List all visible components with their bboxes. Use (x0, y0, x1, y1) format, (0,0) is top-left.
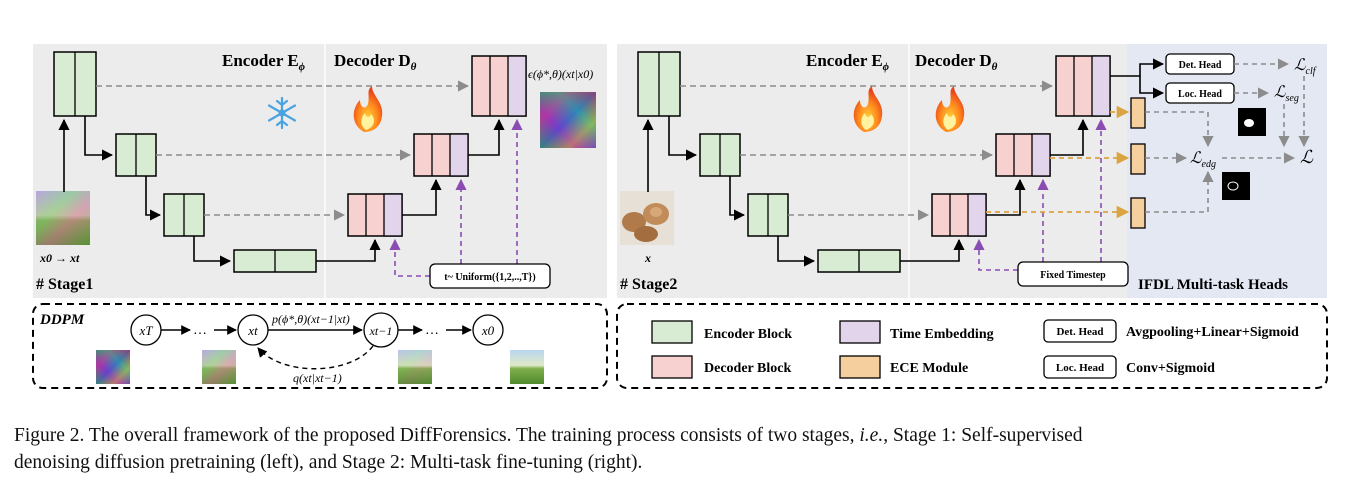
ece-module-3 (1130, 197, 1146, 229)
caption-line1-a: Figure 2. The overall framework of the p… (14, 425, 860, 446)
stage2-decoder-label: Decoder Dθ (915, 51, 998, 73)
ece-module-1 (1130, 97, 1146, 129)
svg-text:Det. Head: Det. Head (1056, 326, 1103, 338)
predicted-noise-image (540, 92, 596, 148)
stage2-label: # Stage2 (620, 276, 677, 293)
flame-icon (935, 86, 965, 132)
svg-text:Loc. Head: Loc. Head (1056, 362, 1104, 374)
stage2-bottleneck-block (817, 249, 901, 273)
stage1-decoder-block-1 (347, 193, 403, 237)
ece-module-2 (1130, 143, 1146, 175)
loss-total: ℒ (1300, 147, 1314, 167)
legend-loc-desc: Conv+Sigmoid (1126, 361, 1215, 376)
legend-time-label: Time Embedding (890, 327, 994, 342)
legend-loc-head: Loc. Head (1043, 355, 1117, 379)
ddpm-title: DDPM (39, 312, 85, 328)
stage1-input-label: x0 → xt (39, 251, 80, 265)
legend-encoder-label: Encoder Block (704, 327, 792, 342)
stage2-encoder-block-1 (637, 51, 681, 117)
ddpm-thumb-noise (96, 350, 130, 384)
svg-text:Fixed Timestep: Fixed Timestep (1040, 270, 1106, 281)
stage1-decoder-block-2 (413, 133, 469, 177)
svg-text:Loc. Head: Loc. Head (1178, 89, 1222, 100)
stage1-encoder-block-3 (163, 193, 205, 237)
ddpm-node-xt-1: xt−1 (363, 312, 399, 348)
svg-text:xt−1: xt−1 (369, 324, 393, 338)
caption-line2: denoising diffusion pretraining (left), … (14, 452, 643, 473)
edge-mask (1222, 172, 1250, 200)
det-head-box: Det. Head (1165, 53, 1235, 75)
legend-ece-swatch (839, 355, 881, 379)
ddpm-node-x0: x0 (472, 314, 504, 346)
svg-text:x0: x0 (481, 323, 495, 338)
legend-encoder-swatch (651, 320, 693, 344)
stage1-output-label: ϵ(ϕ*,θ)(xt|x0) (528, 67, 593, 81)
heads-title: IFDL Multi-task Heads (1138, 277, 1288, 293)
ddpm-thumb-clean (510, 350, 544, 384)
stage1-encoder-block-1 (53, 51, 97, 117)
flame-icon (853, 86, 883, 132)
legend-ece-label: ECE Module (890, 361, 968, 376)
stage1-input-image (36, 191, 90, 245)
snowflake-icon (267, 96, 297, 130)
loc-head-box: Loc. Head (1165, 82, 1235, 104)
legend-decoder-label: Decoder Block (704, 361, 791, 376)
ddpm-thumb-less-noise (398, 350, 432, 384)
stage1-label: # Stage1 (36, 276, 93, 293)
figure-caption: Figure 2. The overall framework of the p… (14, 422, 1344, 476)
legend-det-desc: Avgpooling+Linear+Sigmoid (1126, 325, 1299, 340)
legend-time-swatch (839, 320, 881, 344)
stage2-encoder-label: Encoder Eϕ (806, 51, 890, 73)
legend-box (616, 303, 1328, 389)
ddpm-box (32, 303, 608, 389)
svg-text:xt: xt (247, 323, 258, 338)
svg-text:t~ Uniform({1,2,..,T}): t~ Uniform({1,2,..,T}) (444, 272, 535, 283)
svg-text:xT: xT (139, 323, 154, 338)
stage1-decoder-label: Decoder Dθ (334, 51, 417, 73)
stage2-encoder-block-3 (747, 193, 789, 237)
ddpm-dots-2: … (425, 323, 439, 338)
heads-panel (1127, 44, 1327, 298)
ddpm-node-xT: xT (130, 314, 162, 346)
legend-det-head: Det. Head (1043, 319, 1117, 343)
stage1-encoder-block-2 (115, 133, 157, 177)
svg-text:Det. Head: Det. Head (1179, 60, 1222, 71)
stage1-bottleneck-block (233, 249, 317, 273)
ddpm-reverse-label: q(xt|xt−1) (293, 371, 342, 385)
localization-mask (1238, 108, 1266, 136)
stage1-encoder-label: Encoder Eϕ (222, 51, 306, 73)
fixed-timestep-box: Fixed Timestep (1017, 261, 1129, 287)
ddpm-forward-label: p(ϕ*,θ)(xt−1|xt) (271, 312, 350, 326)
legend-decoder-swatch (651, 355, 693, 379)
stage2-input-image (620, 191, 674, 245)
stage1-decoder-block-3 (471, 55, 527, 117)
framework-diagram: Encoder Eϕ Decoder Dθ ϵ(ϕ*,θ)(xt|x0) (32, 44, 1328, 389)
caption-ie: i.e. (859, 425, 884, 446)
ddpm-node-xt: xt (237, 314, 269, 346)
stage2-encoder-block-2 (699, 133, 741, 177)
stage2-input-label: x (644, 251, 651, 265)
flame-icon (353, 86, 383, 132)
stage2-decoder-block-3 (1055, 55, 1111, 117)
uniform-timestep-box: t~ Uniform({1,2,..,T}) (429, 263, 551, 289)
ddpm-dots-1: … (193, 323, 207, 338)
ddpm-thumb-partial (202, 350, 236, 384)
caption-line1-b: , Stage 1: Self-supervised (883, 425, 1083, 446)
stage2-decoder-block-1 (931, 193, 987, 237)
stage2-decoder-block-2 (995, 133, 1051, 177)
